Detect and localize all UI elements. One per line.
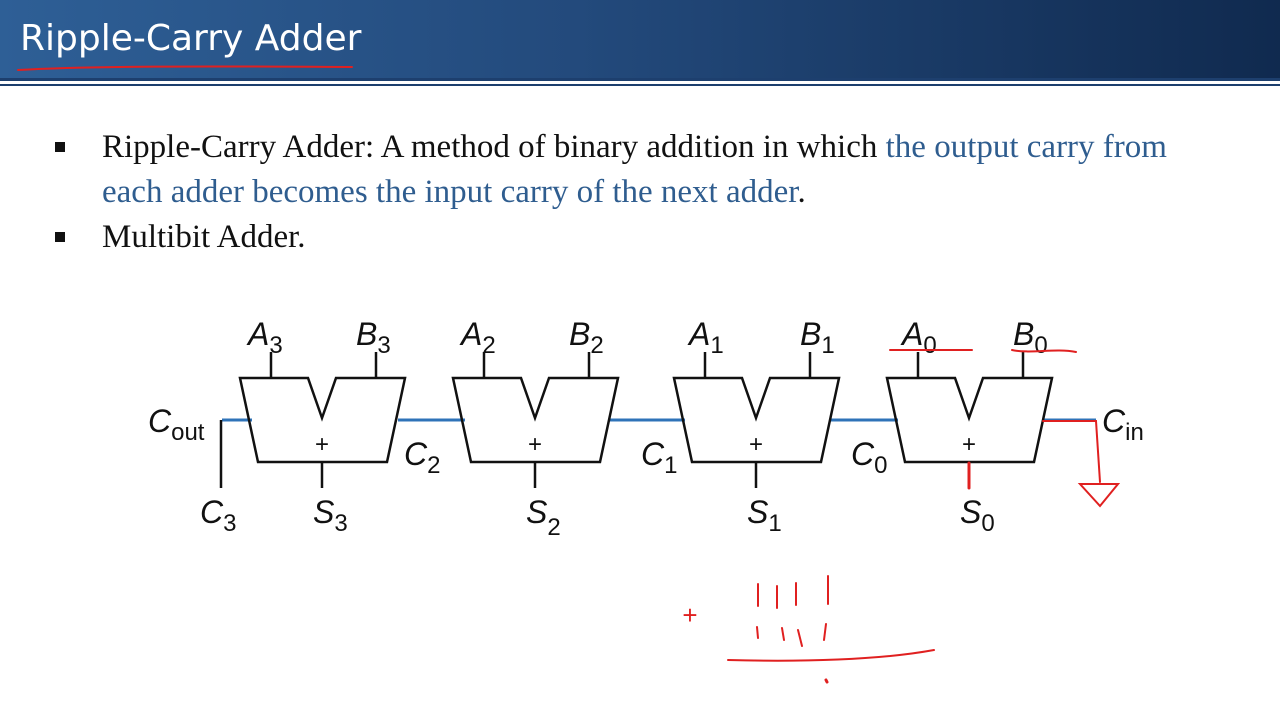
full-adder-1 [672,352,841,488]
bullet-item: Ripple-Carry Adder: A method of binary a… [55,125,1215,215]
ink-b0-underline [1011,349,1077,353]
label-b0: B0 [1013,316,1048,359]
label-cout: Cout [148,403,205,446]
ink-cin-wire [1042,420,1101,483]
full-adder-3 [238,352,407,488]
label-a1: A1 [687,316,724,359]
bullet-highlight: the output carry from each adder becomes… [102,129,1167,210]
bullet-suffix: . [797,174,806,210]
label-cin: Cin [1102,403,1144,446]
label-c3: C3 [200,494,236,537]
label-b2: B2 [569,316,604,359]
label-s0: S0 [960,494,995,537]
label-b3: B3 [356,316,391,359]
ink-sum-line [727,649,935,662]
adder-1-plus: + [749,431,763,458]
label-s3: S3 [313,494,348,537]
label-c2: C2 [404,436,440,479]
ink-dot [824,678,829,684]
label-c0: C0 [851,436,887,479]
ink-plus-sign: + [682,600,697,630]
label-s1: S1 [747,494,782,537]
adder-0-plus: + [962,431,976,458]
ink-second-row [756,623,827,647]
adder-3-plus: + [315,431,329,458]
ink-title-underline [17,65,353,71]
label-b1: B1 [800,316,835,359]
bullet-square-icon [55,142,65,152]
title-divider [0,78,1280,81]
label-s2: S2 [526,494,561,541]
label-a2: A2 [459,316,496,359]
title-bar: Ripple-Carry Adder [0,0,1280,78]
bullet-list: Ripple-Carry Adder: A method of binary a… [55,125,1215,260]
bullet-item: Multibit Adder. [55,215,1215,260]
adder-2-plus: + [528,431,542,458]
ink-ground-icon [1077,483,1121,508]
ink-ones-row [757,575,829,609]
ink-annotations [17,65,1121,684]
bullet-text: Ripple-Carry Adder: A method of binary a… [102,129,886,165]
slide-title: Ripple-Carry Adder [20,18,362,59]
label-a3: A3 [246,316,283,359]
label-a0: A0 [900,316,937,359]
bullet-square-icon [55,232,65,242]
full-adder-2 [451,352,620,488]
bullet-text: Multibit Adder. [102,219,306,255]
title-divider-secondary [0,84,1280,86]
label-c1: C1 [641,436,677,479]
